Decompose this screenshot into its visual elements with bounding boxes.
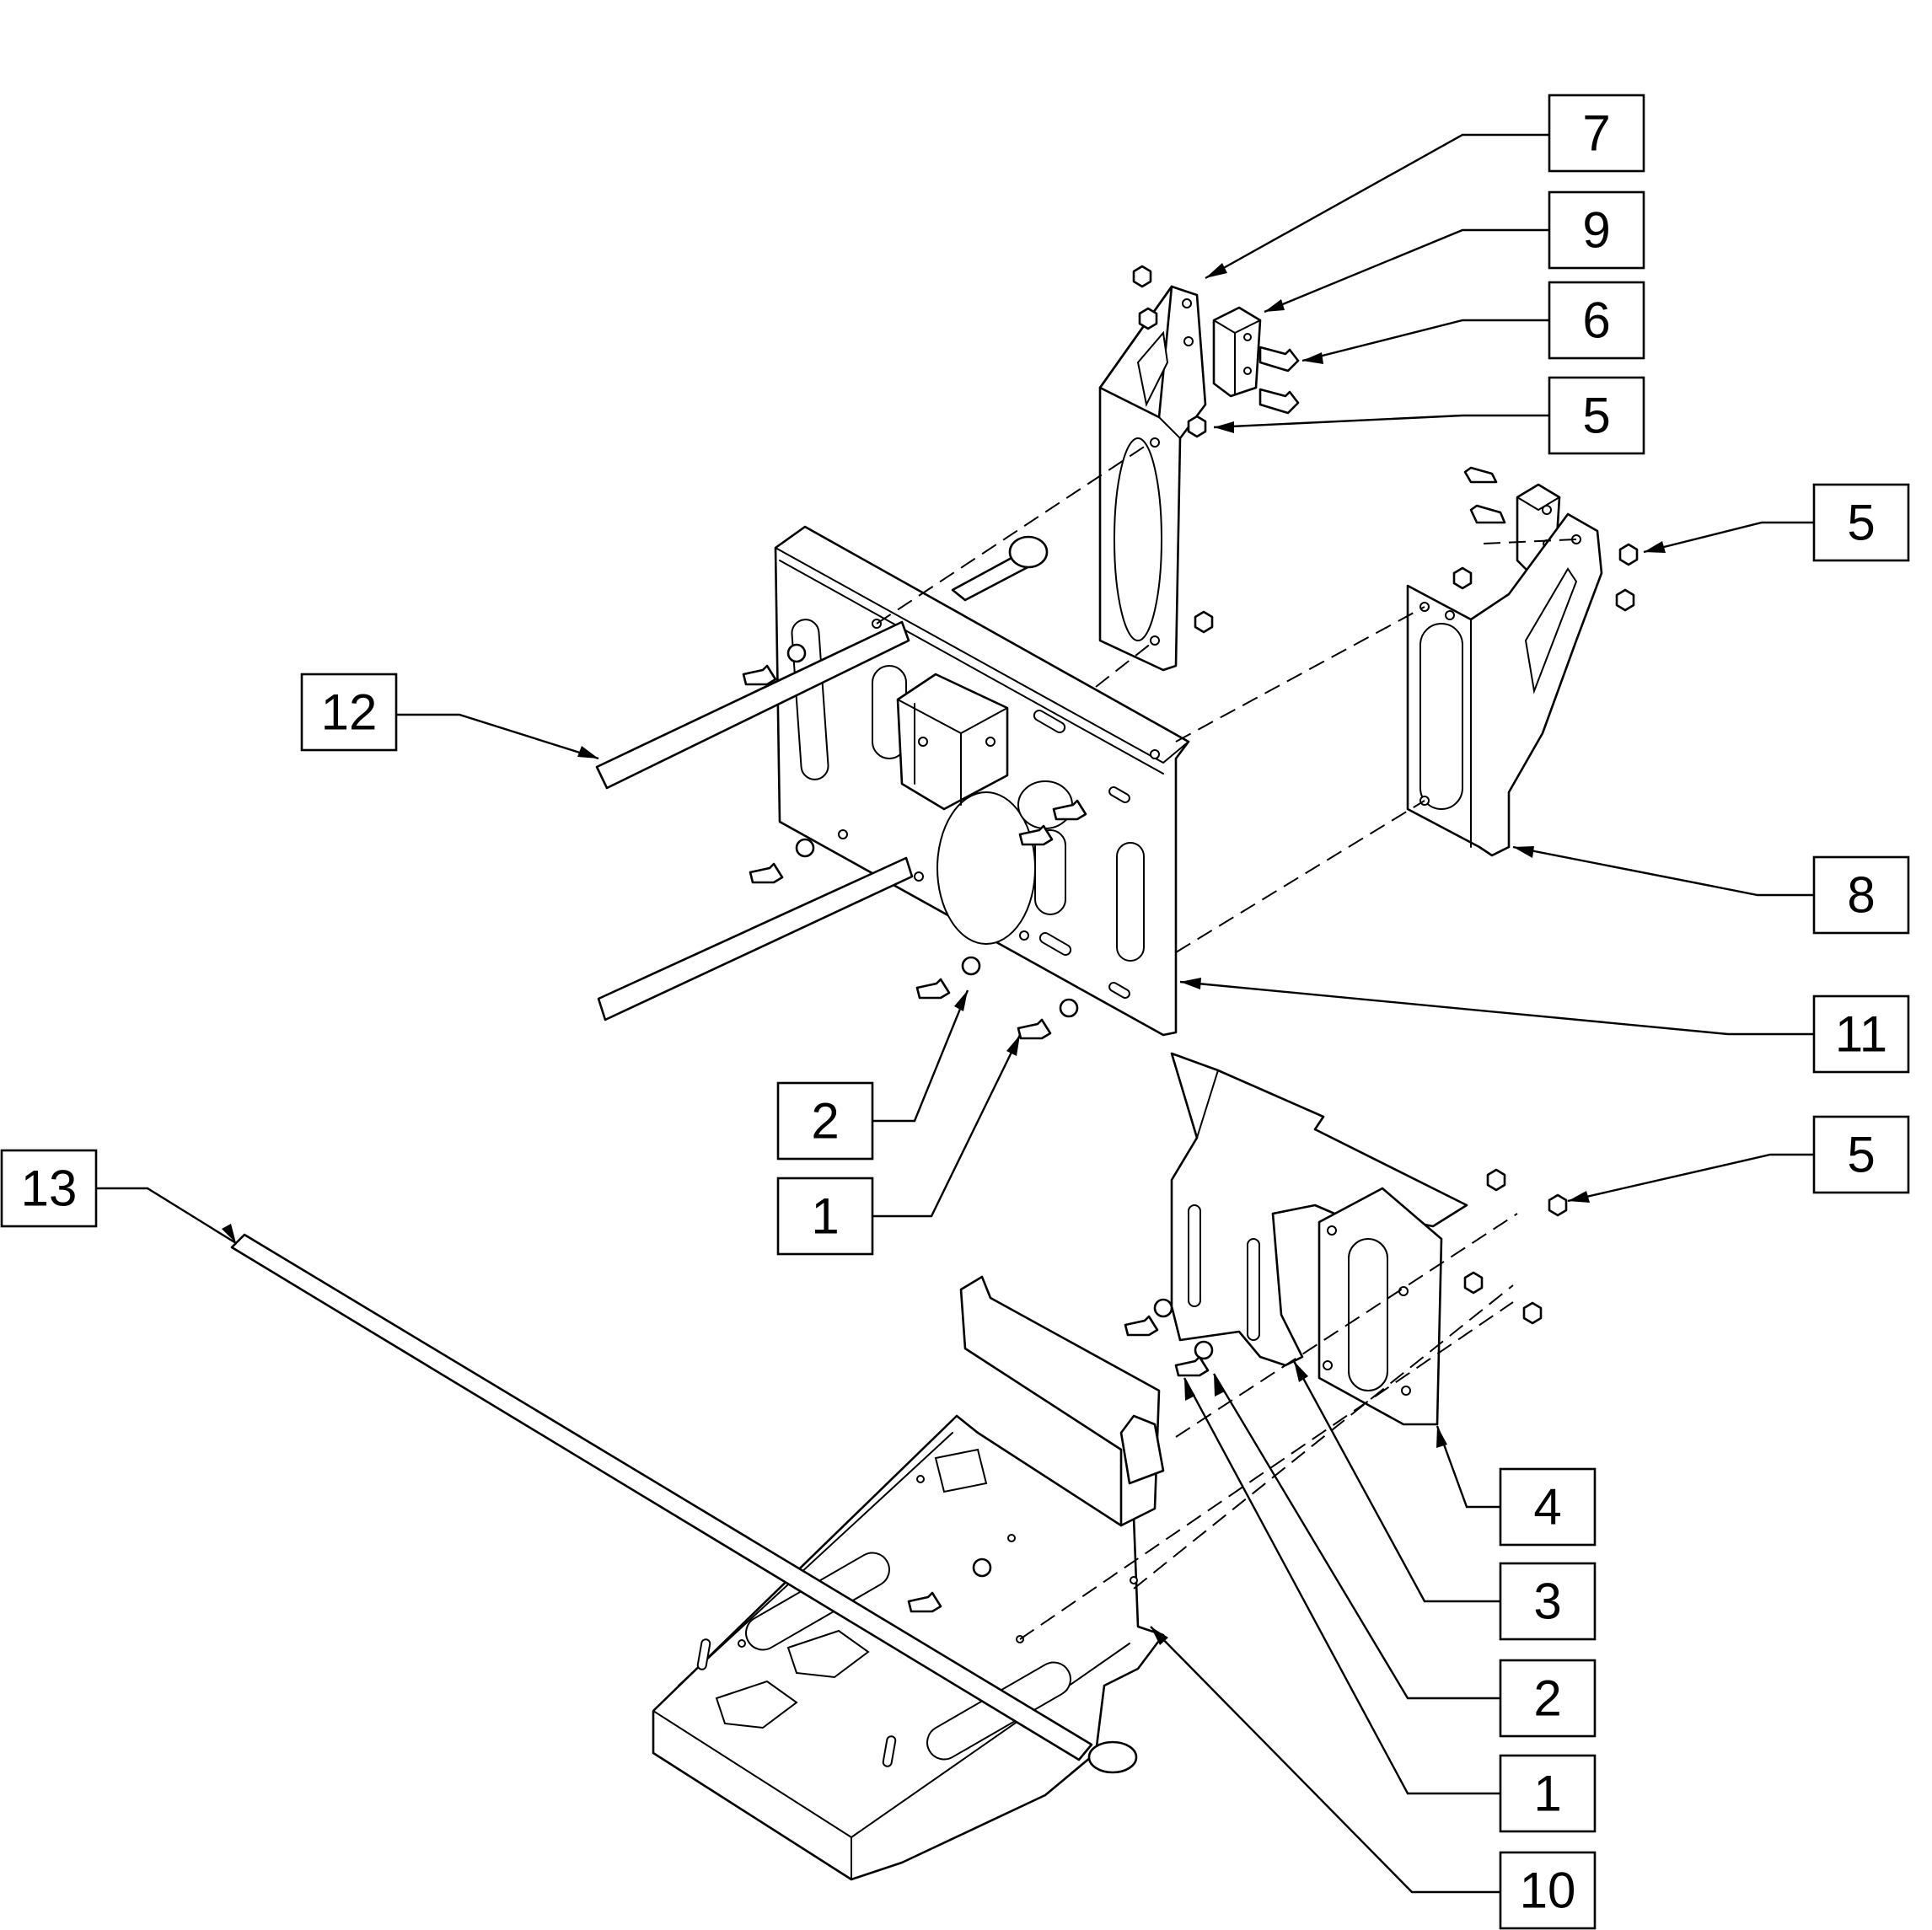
callout-2-upper: 2 — [776, 1081, 874, 1161]
leader-arrows — [222, 263, 1666, 1645]
part-7-upper-bracket — [1098, 285, 1207, 672]
callout-2-upper-label: 2 — [811, 1093, 839, 1150]
part-8-right-bracket — [1406, 512, 1603, 857]
part-1-bolts — [742, 664, 1210, 1613]
callout-11-label: 11 — [1835, 1006, 1887, 1063]
callout-9-label: 9 — [1582, 202, 1610, 259]
part-2-washers — [786, 643, 1214, 1578]
part-4-rear-plate — [1318, 1187, 1443, 1426]
callout-1-upper-label: 1 — [811, 1188, 839, 1245]
callout-1-upper: 1 — [776, 1177, 874, 1256]
part-9-block — [1212, 306, 1262, 398]
callout-4: 4 — [1499, 1467, 1597, 1547]
callout-12-label: 12 — [321, 684, 378, 741]
callout-3-label: 3 — [1533, 1573, 1561, 1630]
part-3-curved-bracket — [1170, 1052, 1468, 1367]
callout-5-right: 5 — [1812, 483, 1910, 562]
leader-lines — [94, 133, 1814, 1894]
plate-center-bracket — [896, 673, 1009, 811]
plate-rear-strap — [951, 535, 1049, 602]
callout-5-top: 5 — [1548, 376, 1645, 455]
callout-6-label: 6 — [1582, 292, 1610, 349]
part-13-long-strap — [230, 1233, 1093, 1761]
callout-3: 3 — [1499, 1562, 1597, 1641]
callout-1-lower: 1 — [1499, 1754, 1597, 1833]
callout-7: 7 — [1548, 94, 1645, 173]
callout-10-label: 10 — [1520, 1863, 1576, 1919]
part-10-base-frame — [652, 1275, 1165, 1881]
callout-2-lower: 2 — [1499, 1659, 1597, 1738]
callout-4-label: 4 — [1533, 1479, 1561, 1536]
part-6-screws — [1258, 346, 1506, 524]
callout-5-lower: 5 — [1812, 1115, 1910, 1194]
callout-10: 10 — [1499, 1851, 1597, 1930]
callout-11: 11 — [1812, 994, 1910, 1074]
assembly-lines — [876, 442, 1577, 1640]
callout-8: 8 — [1812, 855, 1910, 935]
callout-1-lower-label: 1 — [1533, 1766, 1561, 1822]
callout-7-label: 7 — [1582, 105, 1610, 162]
part-12-straps — [595, 620, 914, 1021]
callout-2-lower-label: 2 — [1533, 1670, 1561, 1727]
callout-8-label: 8 — [1847, 867, 1875, 924]
callout-9: 9 — [1548, 190, 1645, 270]
callout-12: 12 — [300, 673, 398, 752]
callout-5-right-label: 5 — [1847, 495, 1875, 551]
callout-6: 6 — [1548, 281, 1645, 360]
callout-5-lower-label: 5 — [1847, 1127, 1875, 1183]
callout-5-top-label: 5 — [1582, 388, 1610, 444]
callout-13-label: 13 — [21, 1161, 78, 1217]
callout-13: 13 — [0, 1149, 98, 1228]
